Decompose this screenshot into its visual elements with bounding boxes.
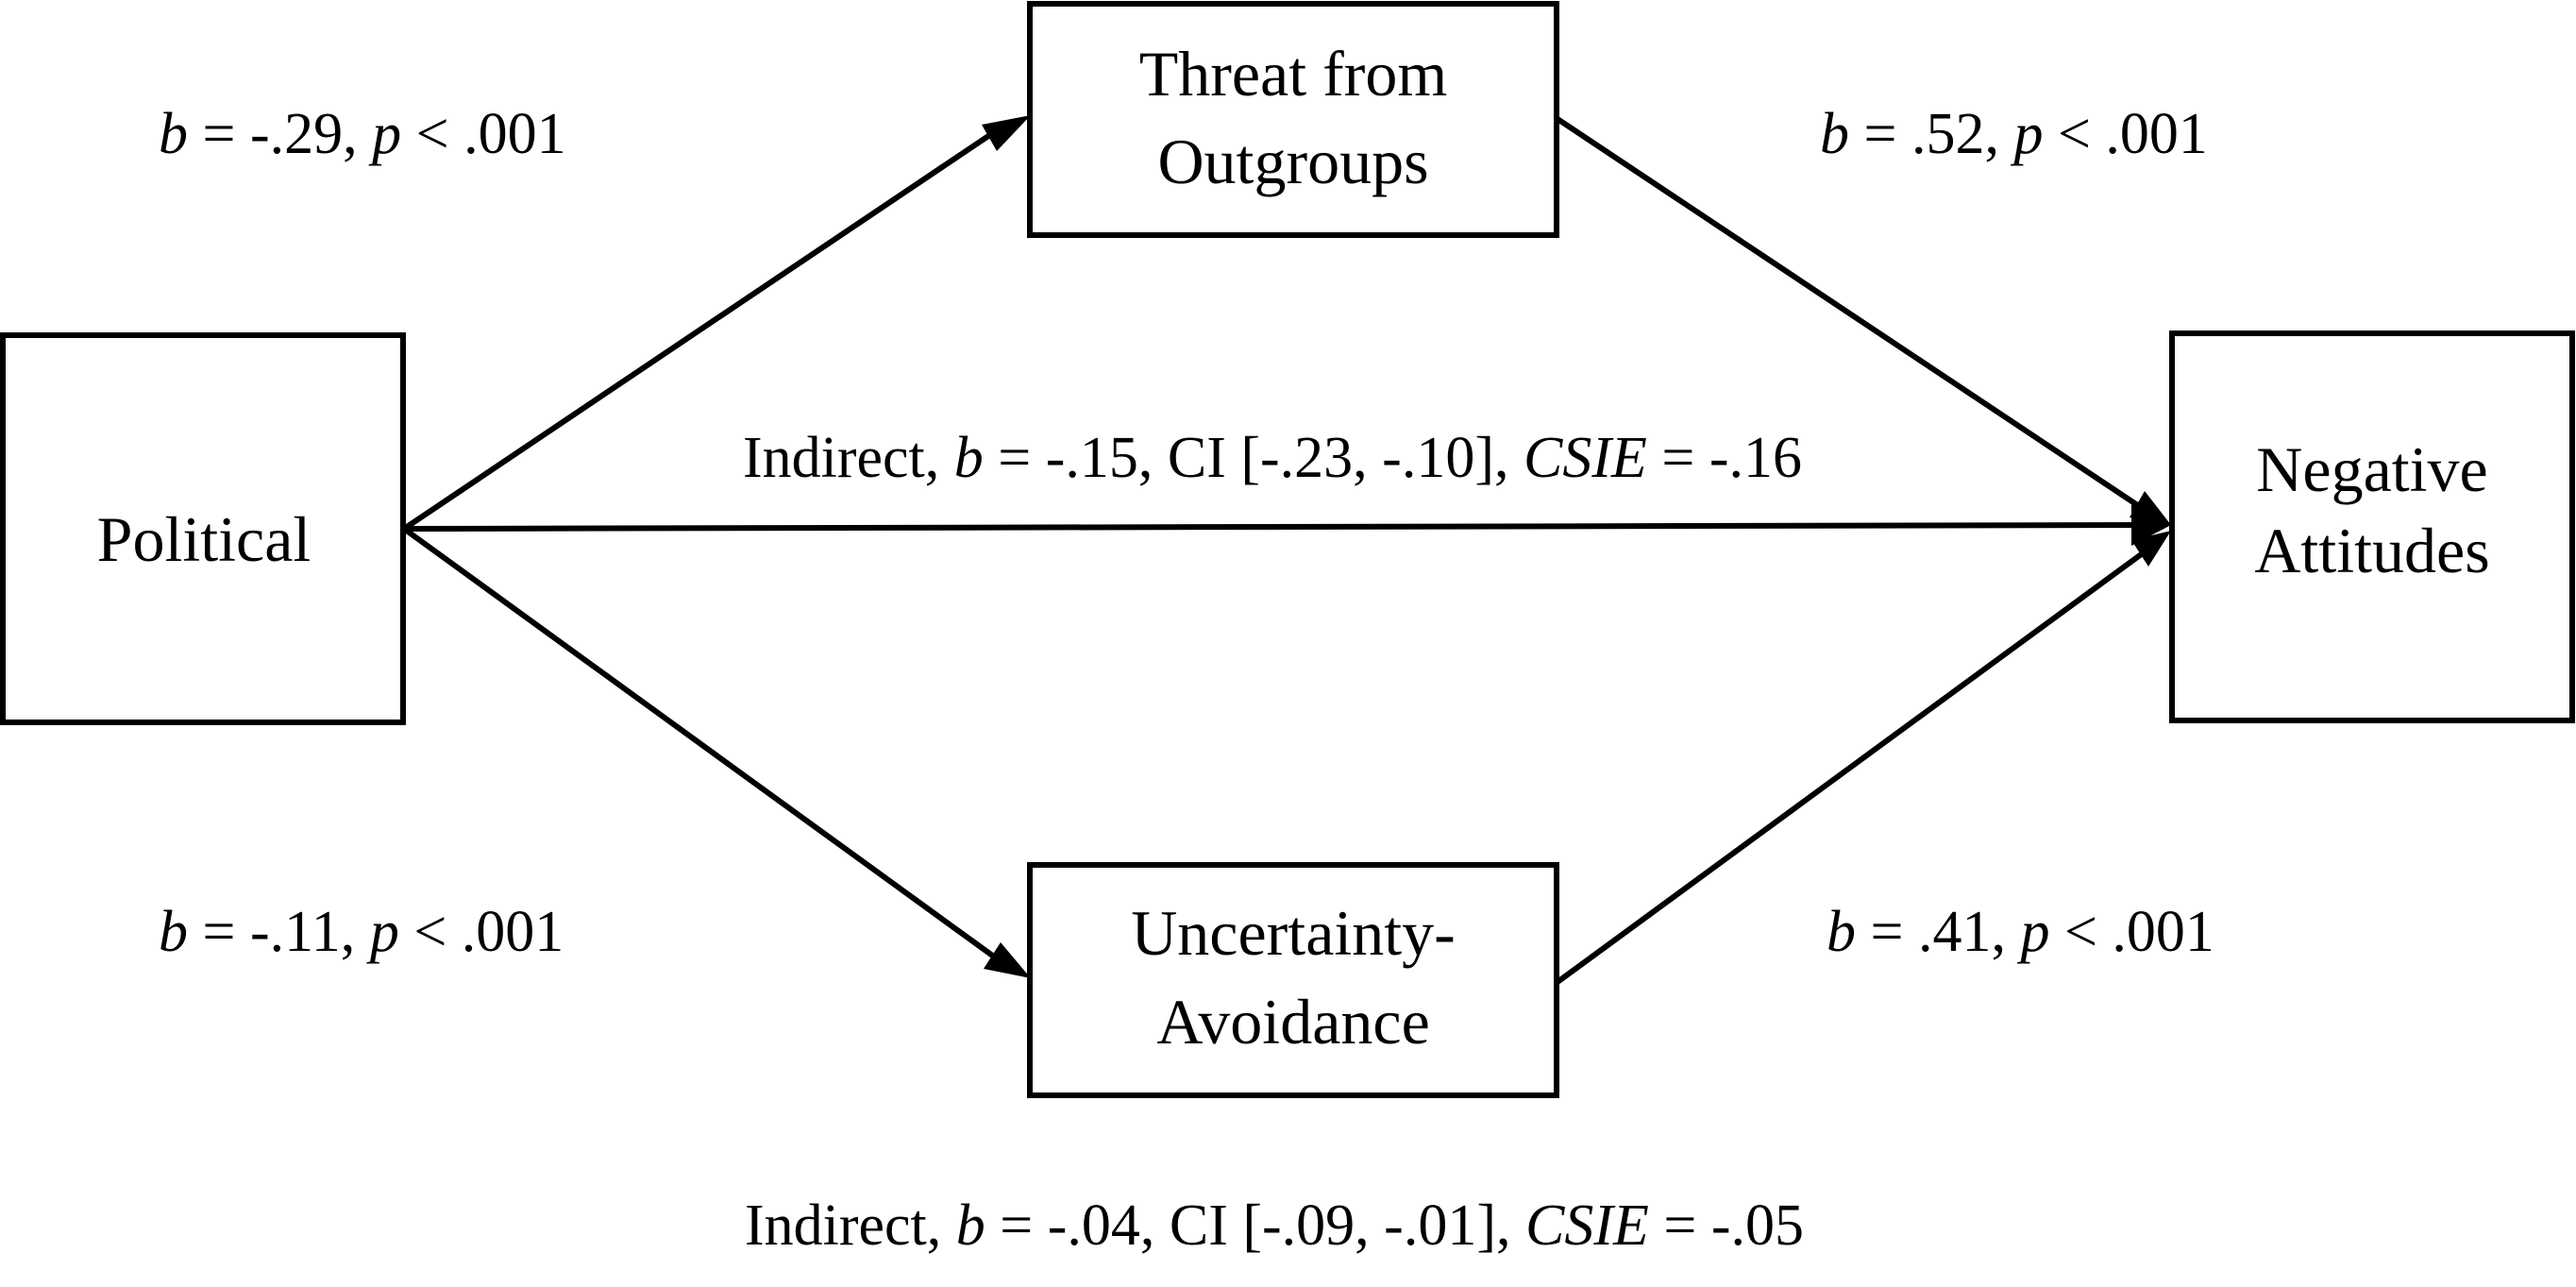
node-political: Political [0, 332, 406, 725]
node-negative-label-line-2: Attitudes [2254, 515, 2489, 586]
node-uncertainty-label-line-1: Uncertainty- [1131, 897, 1456, 969]
edge-political-to-negative-direct [403, 522, 2134, 532]
arrowhead-threat [982, 115, 1031, 151]
node-uncertainty-label-line-2: Avoidance [1156, 986, 1430, 1058]
label-political-to-uncertainty: b = -.11, p < .001 [159, 900, 564, 964]
edge-political-to-uncertainty [402, 526, 1010, 970]
node-threat-label-line-1: Threat from [1139, 38, 1448, 110]
edge-uncertainty-to-negative [1556, 545, 2152, 985]
node-political-box [0, 332, 406, 725]
node-negative-attitudes: Negative Attitudes [2169, 330, 2575, 723]
node-uncertainty-box [1027, 862, 1559, 1098]
label-threat-to-negative: b = .52, p < .001 [1820, 102, 2208, 166]
arrowhead-uncertainty [984, 942, 1031, 978]
label-political-to-threat: b = -.29, p < .001 [159, 102, 566, 166]
label-indirect-via-threat: Indirect, b = -.15, CI [-.23, -.10], CSI… [743, 426, 1802, 490]
node-political-label: Political [97, 503, 311, 575]
node-threat-box [1027, 1, 1559, 238]
label-uncertainty-to-negative: b = .41, p < .001 [1827, 900, 2214, 964]
edge-threat-to-negative [1556, 116, 2152, 516]
node-uncertainty-avoidance: Uncertainty- Avoidance [1027, 862, 1559, 1098]
edge-political-to-threat [402, 120, 1010, 532]
label-indirect-via-uncertainty: Indirect, b = -.04, CI [-.09, -.01], CSI… [745, 1194, 1804, 1258]
arrowhead-negative-from-threat [2130, 491, 2171, 525]
node-threat-from-outgroups: Threat from Outgroups [1027, 1, 1559, 238]
node-negative-label-line-1: Negative [2256, 433, 2487, 505]
arrowhead-negative-from-uncertainty [2131, 531, 2171, 567]
node-threat-label-line-2: Outgroups [1157, 126, 1428, 197]
node-negative-box [2169, 330, 2575, 723]
